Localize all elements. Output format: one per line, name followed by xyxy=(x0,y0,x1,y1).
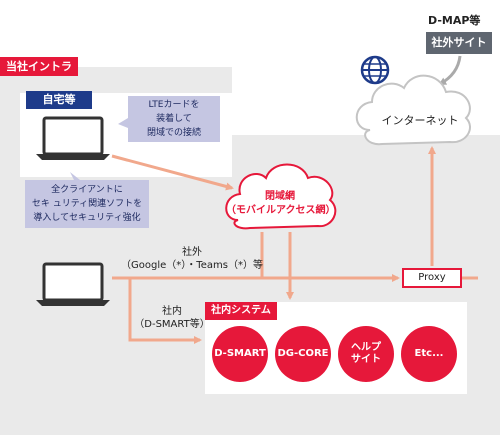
internal-route-detail: （D-SMART等） xyxy=(134,319,210,330)
intranet-label: 当社イントラ xyxy=(0,57,78,76)
closed-network-title: 閉域網 xyxy=(265,191,295,202)
system-d-smart-label: D-SMART xyxy=(214,348,266,359)
globe-icon xyxy=(360,55,390,85)
internet-label: インターネット xyxy=(381,114,459,127)
system-etc: Etc... xyxy=(401,326,457,382)
office-laptop-icon xyxy=(36,262,110,306)
dmap-arrow xyxy=(438,55,462,86)
lte-note-line-1: LTEカードを xyxy=(148,100,200,110)
client-note-line-1: 全クライアントに xyxy=(51,185,123,195)
home-laptop-icon xyxy=(36,116,110,160)
system-dg-core: DG-CORE xyxy=(275,326,331,382)
system-dg-core-label: DG-CORE xyxy=(277,348,329,359)
internal-route-label: 社内 （D-SMART等） xyxy=(132,305,212,331)
internet-cloud xyxy=(355,74,471,146)
client-note-line-3: 導入してセキュリティ強化 xyxy=(33,213,141,223)
client-note-pointer xyxy=(70,172,80,180)
internal-route-title: 社内 xyxy=(162,306,182,317)
dmap-title: D-MAP等 xyxy=(428,14,481,27)
external-route-detail: （Google（*）・Teams（*）等 xyxy=(121,260,263,271)
external-site-box: 社外サイト xyxy=(426,32,492,54)
home-label: 自宅等 xyxy=(26,91,92,109)
closed-network-cloud xyxy=(225,163,337,230)
system-help-site-label: ヘルプ サイト xyxy=(351,342,381,365)
internal-system-label: 社内システム xyxy=(205,302,277,320)
lte-note-pointer xyxy=(118,118,128,128)
system-etc-label: Etc... xyxy=(414,348,444,359)
client-note-line-2: セキ ュリティ関連ソフトを xyxy=(31,199,143,209)
lte-note-line-3: 閉域での接続 xyxy=(146,128,201,138)
internal-route-arrow xyxy=(128,278,202,344)
system-help-site: ヘルプ サイト xyxy=(338,326,394,382)
system-d-smart: D-SMART xyxy=(212,326,268,382)
external-route-label: 社外 （Google（*）・Teams（*）等 xyxy=(112,246,272,272)
closed-network-label: 閉域網 （モバイルアクセス網） xyxy=(226,190,336,218)
external-route-title: 社外 xyxy=(182,247,202,258)
home-to-closed-arrow xyxy=(111,154,234,191)
client-note: 全クライアントに セキ ュリティ関連ソフトを 導入してセキュリティ強化 xyxy=(25,180,149,228)
lte-note: LTEカードを 装着して 閉域での接続 xyxy=(128,96,220,142)
lte-note-line-2: 装着して xyxy=(156,114,192,124)
proxy-box: Proxy xyxy=(402,268,462,288)
closed-network-subtitle: （モバイルアクセス網） xyxy=(226,205,336,216)
